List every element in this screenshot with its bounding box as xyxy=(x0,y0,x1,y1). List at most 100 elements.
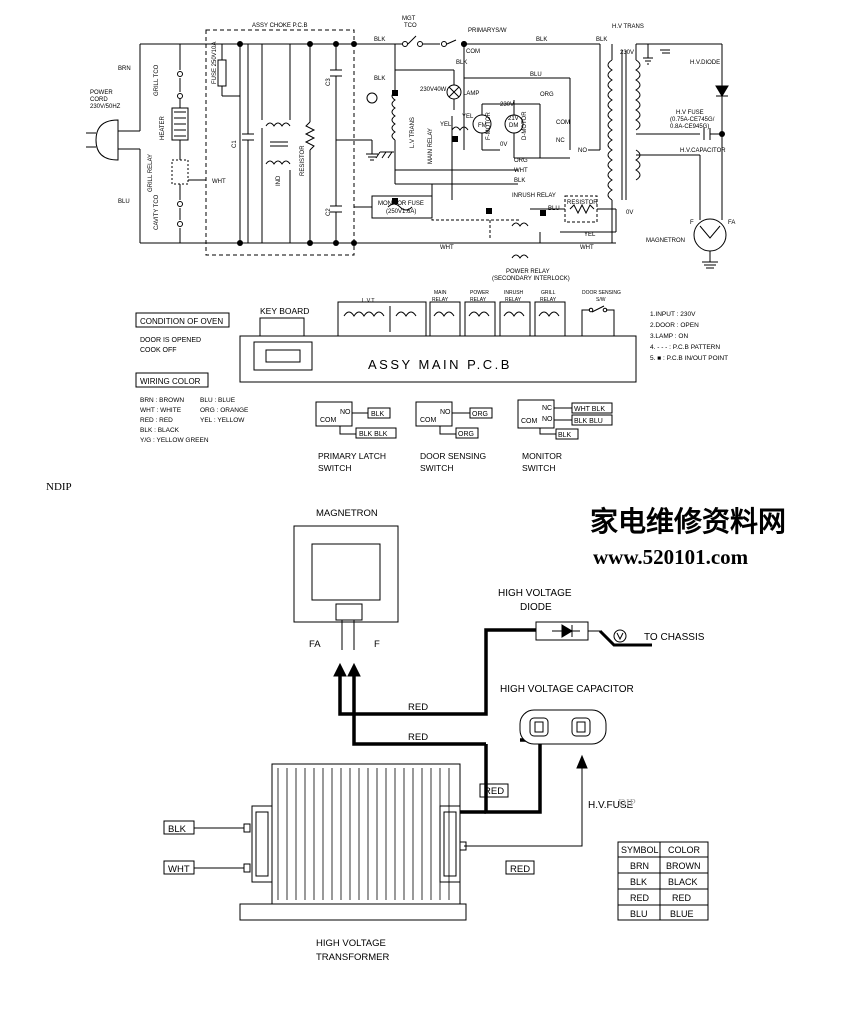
choke-pcb-outline xyxy=(205,29,355,256)
power-cord-label-2: CORD xyxy=(90,97,108,103)
power-relay-sub: (SECONDARY INTERLOCK) xyxy=(492,276,570,282)
blk-label-5: BLK xyxy=(596,37,607,43)
door-sensing-pcb-label: DOOR SENSING xyxy=(582,290,621,296)
ndip-mark: NDIP xyxy=(46,481,72,493)
symbol-color-table: SYMBOL COLOR BRN BROWN BLK BLACK RED RED… xyxy=(617,841,709,921)
lvt-label: L.V.T xyxy=(362,298,375,304)
latch-switch-name: PRIMARY LATCH xyxy=(318,451,386,461)
door-sensing-pcb-label-2: S/W xyxy=(596,297,606,303)
lamp-rating-label: 230V40W xyxy=(420,87,447,93)
note-2: 2.DOOR : OPEN xyxy=(650,322,699,329)
hv-fuse-rating-1: (0.75A-CE745G/ xyxy=(670,117,715,123)
dm-label: DM xyxy=(509,123,518,129)
blu-label-inrush: BLU xyxy=(548,206,560,212)
v230-motor-label: 230V xyxy=(500,102,514,108)
door-org-1: ORG xyxy=(472,411,488,418)
note-3: 3.LAMP : ON xyxy=(650,333,688,340)
blk-label-1: BLK xyxy=(374,37,385,43)
inrush-relay-pcb-label: INRUSH xyxy=(504,290,524,296)
hv-trans-label: H.V TRANS xyxy=(612,24,644,30)
power-cord-label-1: POWER xyxy=(90,90,113,96)
legend-row-1-symbol: BRN xyxy=(630,861,649,871)
com-label-2: COM xyxy=(556,120,570,126)
magnetron-box xyxy=(293,525,399,623)
latch-switch-sub: SWITCH xyxy=(318,463,352,473)
power-relay-pcb-label-2: RELAY xyxy=(470,297,487,303)
fuse-label: FUSE 250V10A xyxy=(212,42,218,84)
mon-blk-blu: BLK BLU xyxy=(574,418,603,425)
latch-com: COM xyxy=(320,417,337,424)
door-switch-name: DOOR SENSING xyxy=(420,451,486,461)
transformer-label-2: TRANSFORMER xyxy=(316,952,390,963)
wht-label: WHT xyxy=(168,864,190,875)
switch-labels: COM NO BLK BLK BLK COM NO ORG ORG COM NC… xyxy=(318,405,605,473)
grill-relay-pcb-label: GRILL xyxy=(541,290,556,296)
main-pcb-block xyxy=(135,301,637,388)
grill-relay-pcb-label-2: RELAY xyxy=(540,297,557,303)
magnetron-label-top: MAGNETRON xyxy=(646,238,685,244)
c1-label: C1 xyxy=(232,140,238,148)
legend-row-2-color: BLACK xyxy=(668,877,698,887)
hv-capacitor-title: HIGH VOLTAGE CAPACITOR xyxy=(500,684,634,695)
legend-row-4-color: BLUE xyxy=(670,909,694,919)
cavity-tco-label: CAVITY TCO xyxy=(154,194,160,230)
f-label: F xyxy=(374,639,380,650)
ind-label: IND xyxy=(276,175,282,186)
wiring-right-3: YEL : YELLOW xyxy=(200,417,245,424)
primary-sw-label: PRIMARYS/W xyxy=(468,28,507,34)
wht-label-2: WHT xyxy=(212,179,226,185)
transformer-label-1: HIGH VOLTAGE xyxy=(316,938,386,949)
resistor-inrush-label: RESISTOR xyxy=(567,200,598,206)
legend-row-4-symbol: BLU xyxy=(630,909,648,919)
mon-no: NO xyxy=(542,416,553,423)
door-org-2: ORG xyxy=(458,431,474,438)
no-label: NO xyxy=(578,148,587,154)
red-label-3: RED xyxy=(484,786,504,797)
wiring-left-1: BRN : BROWN xyxy=(140,397,184,404)
v21-label: 21V xyxy=(508,116,519,122)
inrush-relay-pcb-label-2: RELAY xyxy=(505,297,522,303)
brn-label: BRN xyxy=(118,66,131,72)
schematic-diagram xyxy=(86,29,729,269)
blk-label: BLK xyxy=(168,824,187,835)
mon-nc: NC xyxy=(542,405,552,412)
red-label-1: RED xyxy=(408,702,428,713)
power-cord-label-3: 230V/50HZ xyxy=(90,104,121,110)
monitor-switch-sub: SWITCH xyxy=(522,463,556,473)
fm-label: FM xyxy=(478,123,487,129)
fa-label-top: FA xyxy=(728,220,735,226)
legend-row-3-color: RED xyxy=(672,893,692,903)
f-label-top: F xyxy=(690,220,694,226)
hv-cap-label: H.V.CAPACITOR xyxy=(680,148,726,154)
hv-transformer xyxy=(271,763,461,905)
note-5: 5. ■ : P.C.B IN/OUT POINT xyxy=(650,355,728,362)
legend-row-1-color: BROWN xyxy=(666,861,701,871)
f-motor-label: F-MOTOR xyxy=(486,111,492,140)
blu-label-top: BLU xyxy=(530,72,542,78)
hv-label-boxes xyxy=(163,783,535,875)
to-chassis-label: TO CHASSIS xyxy=(644,632,705,643)
wht-label-3: WHT xyxy=(440,245,454,251)
lamp-label: LAMP xyxy=(463,91,479,97)
note-4: 4. - - - : P.C.B PATTERN xyxy=(650,344,720,351)
power-cord-plug xyxy=(86,44,141,243)
condition-title: CONDITION OF OVEN xyxy=(140,317,223,326)
hv-labels: MAGNETRON FA F HIGH VOLTAGE DIODE TO CHA… xyxy=(168,508,705,963)
resistor-label: RESISTOR xyxy=(300,145,306,176)
magnetron-label: MAGNETRON xyxy=(316,508,378,519)
lv-trans-label: L.V TRANS xyxy=(410,117,416,148)
keyboard-label: KEY BOARD xyxy=(260,306,309,316)
watermark-cn: 家电维修资料网 xyxy=(590,505,786,538)
hv-wiring-diagram xyxy=(228,525,652,921)
c3-label: C3 xyxy=(326,78,332,86)
heater-label: HEATER xyxy=(160,115,166,140)
wiring-left-2: WHT : WHITE xyxy=(140,407,182,414)
power-relay-label: POWER RELAY xyxy=(506,269,550,275)
yel-label-1: YEL xyxy=(462,114,474,120)
wiring-left-4: BLK : BLACK xyxy=(140,427,180,434)
main-relay-label: MAIN RELAY xyxy=(428,128,434,164)
keyboard-connector xyxy=(259,317,305,337)
hv-fuse-overlay: DIP xyxy=(618,797,636,809)
blu-label-left: BLU xyxy=(118,199,130,205)
blk-label-2: BLK xyxy=(536,37,547,43)
